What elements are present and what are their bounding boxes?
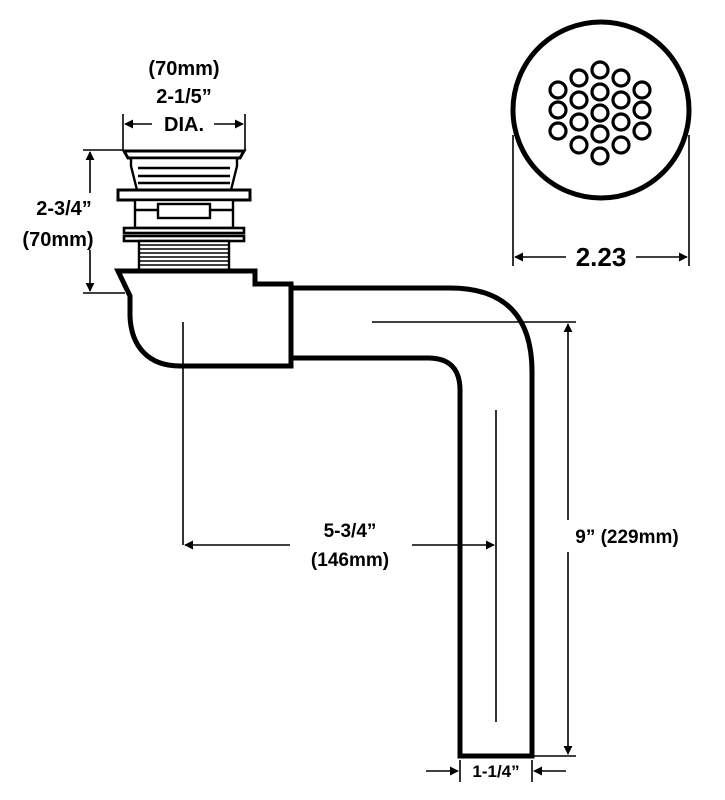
grate-hole [590,146,610,166]
grate-hole [611,90,631,110]
offset-mm-label: (146mm) [311,550,389,571]
grate-hole [611,68,631,88]
grate-hole [590,103,610,123]
pipe-diameter-dimension: 1-1/4” [426,760,566,782]
grate-hole [548,100,568,120]
strainer-washer [122,226,246,235]
grate-hole [569,68,589,88]
height-mm-label: (70mm) [22,229,93,251]
strainer-flange [121,149,247,160]
length-label: 9” (229mm) [575,527,679,548]
strainer-slot [156,202,212,220]
grate-hole [569,90,589,110]
top-diameter-dimension: (70mm) 2-1/5” DIA. [122,58,246,150]
grate-hole [569,112,589,132]
height-dimension: 2-3/4” (70mm) [22,149,125,294]
height-inch-label: 2-3/4” [36,198,92,220]
offset-inch-label: 5-3/4” [324,521,377,542]
offset-dimension: 5-3/4” (146mm) [184,521,495,571]
strainer-nut [116,188,252,202]
top-dia-label: DIA. [164,114,204,136]
length-dimension: 9” (229mm) [534,323,679,757]
top-inch-label: 2-1/5” [156,86,212,108]
grate-hole [611,135,631,155]
grate-hole [590,60,610,80]
strainer-cap [129,156,239,192]
thread-lines [139,244,229,266]
grate-hole [611,112,631,132]
grate-hole [590,82,610,102]
grate-hole [632,80,652,100]
grate-hole [590,124,610,144]
grate-holes [548,60,652,166]
grate-hole [632,121,652,141]
grate-hole [632,100,652,120]
elbow-housing [114,268,294,369]
grate-diameter-label: 2.23 [576,242,627,272]
grate-hole [548,121,568,141]
pipe-diameter-label: 1-1/4” [472,762,519,781]
top-mm-label: (70mm) [148,58,219,80]
drain-pipe [288,285,535,759]
grate-top-view: 2.23 [510,19,692,272]
grate-outline [510,19,692,201]
strainer-body [116,149,252,273]
grate-hole [548,80,568,100]
grate-hole [569,135,589,155]
